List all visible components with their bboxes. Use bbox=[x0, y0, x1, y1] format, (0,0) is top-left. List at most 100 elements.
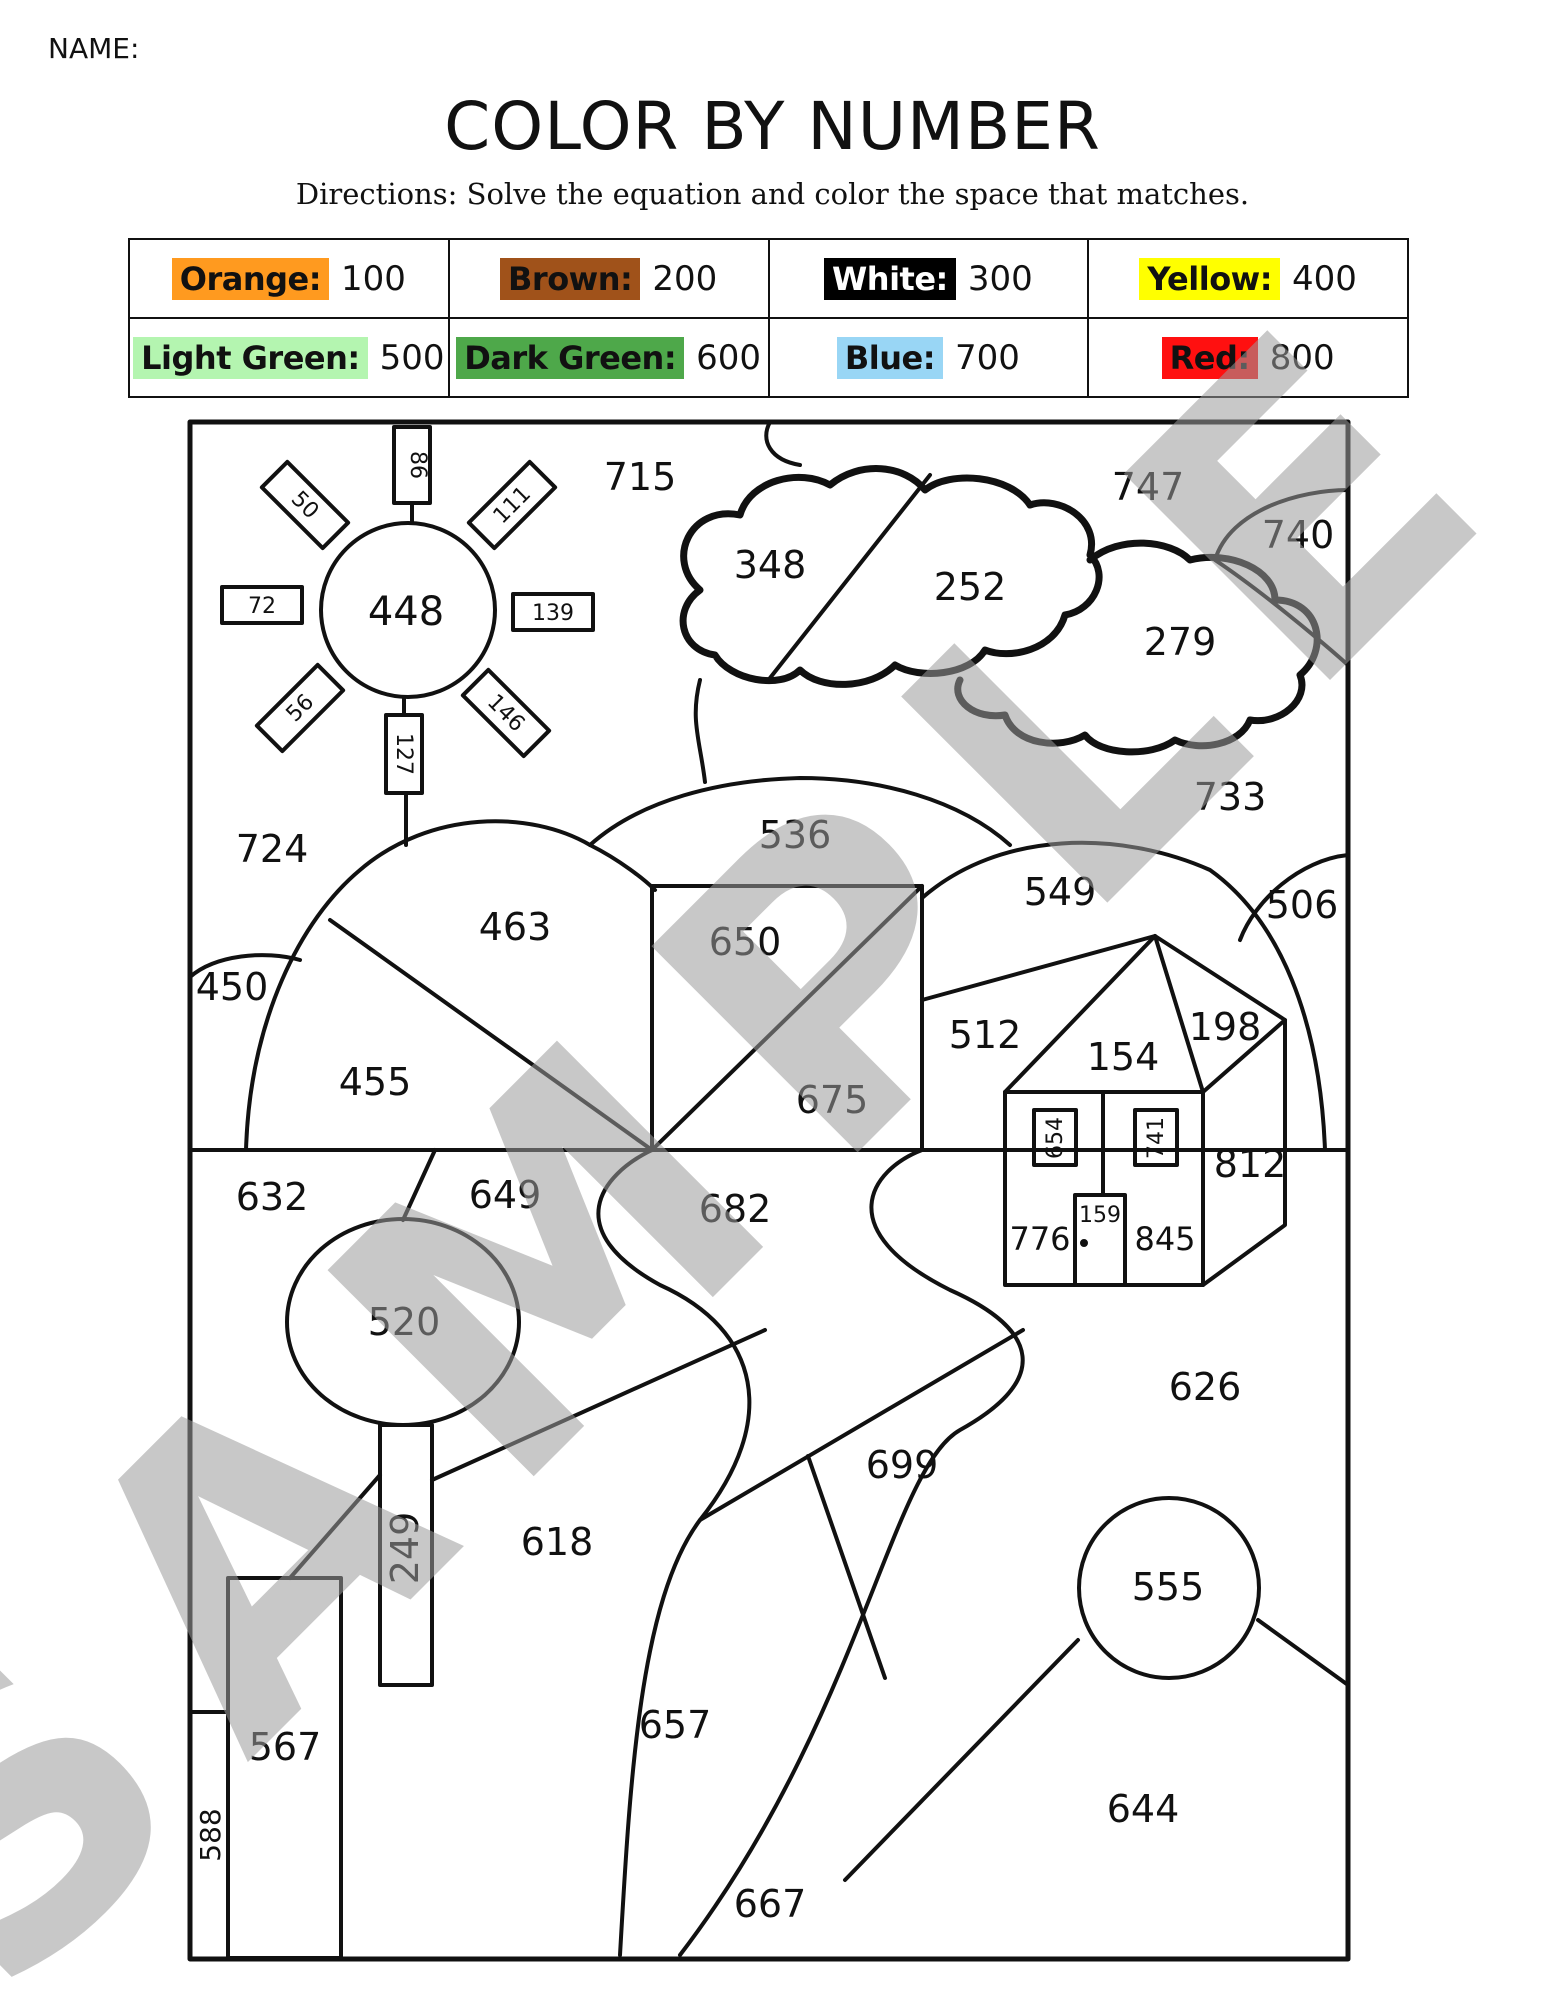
region-label: 812 bbox=[1214, 1142, 1287, 1186]
sample-watermark: SAMPLE bbox=[0, 209, 1545, 2000]
region-label: 448 bbox=[368, 589, 444, 635]
hill-curve bbox=[1238, 853, 1350, 942]
sun-ray-box bbox=[220, 585, 304, 625]
tree-trunk-outline bbox=[378, 1423, 434, 1687]
region-label: 455 bbox=[339, 1060, 412, 1104]
region-label: 724 bbox=[236, 827, 309, 871]
region-label: 252 bbox=[934, 565, 1007, 609]
region-label: 618 bbox=[521, 1520, 594, 1564]
region-label: 667 bbox=[734, 1882, 807, 1926]
key-value: 600 bbox=[696, 337, 762, 378]
key-swatch: Brown: bbox=[500, 257, 641, 300]
building-outline bbox=[226, 1576, 343, 1960]
region-label: 733 bbox=[1194, 775, 1267, 819]
region-label: 111 bbox=[489, 482, 536, 529]
region-label: 675 bbox=[796, 1078, 869, 1122]
region-label: 650 bbox=[709, 920, 782, 964]
ground-line bbox=[288, 1473, 382, 1580]
key-cell-light-green: Light Green: 500 bbox=[128, 317, 450, 398]
key-swatch: Yellow: bbox=[1139, 257, 1281, 300]
region-label: 348 bbox=[734, 543, 807, 587]
key-swatch: White: bbox=[824, 257, 956, 300]
right-hill-outline bbox=[920, 840, 1327, 1152]
house-line bbox=[1153, 934, 1205, 1094]
house-window-right bbox=[1133, 1108, 1179, 1167]
picture-outlines bbox=[187, 419, 1351, 1962]
region-label: 279 bbox=[1144, 620, 1217, 664]
right-cloud-outline bbox=[954, 539, 1321, 756]
key-value: 800 bbox=[1269, 337, 1335, 378]
region-label: 555 bbox=[1132, 1565, 1205, 1609]
key-cell-brown: Brown: 200 bbox=[447, 238, 770, 319]
region-label: 649 bbox=[469, 1173, 542, 1217]
key-value: 300 bbox=[967, 258, 1033, 299]
region-label: 506 bbox=[1266, 883, 1339, 927]
key-cell-dark-green: Dark Green: 600 bbox=[447, 317, 770, 398]
key-cell-red: Red: 800 bbox=[1087, 317, 1409, 398]
region-label: 536 bbox=[759, 813, 832, 857]
key-value: 100 bbox=[341, 258, 406, 299]
region-labels: 715 747 740 724 733 448 86 50 111 72 139… bbox=[194, 451, 1338, 1926]
path-divider bbox=[806, 1454, 887, 1680]
door-knob bbox=[1080, 1239, 1088, 1247]
key-cell-yellow: Yellow: 400 bbox=[1087, 238, 1409, 319]
name-label: NAME: bbox=[48, 32, 140, 65]
region-label: 715 bbox=[604, 455, 677, 499]
region-label: 644 bbox=[1107, 1787, 1180, 1831]
cloud-divider bbox=[768, 473, 932, 680]
house-line bbox=[1201, 1018, 1287, 1094]
key-swatch: Light Green: bbox=[133, 336, 368, 379]
region-label: 463 bbox=[479, 905, 552, 949]
region-label: 520 bbox=[368, 1300, 441, 1344]
region-label: 146 bbox=[482, 690, 529, 737]
ground-line bbox=[430, 1328, 767, 1482]
ground-line bbox=[401, 1148, 437, 1222]
region-label: 588 bbox=[194, 1808, 227, 1861]
sun-ray-box bbox=[511, 592, 595, 632]
house-window-left bbox=[1032, 1108, 1078, 1167]
region-label: 632 bbox=[236, 1175, 309, 1219]
key-value: 200 bbox=[652, 258, 718, 299]
key-swatch: Blue: bbox=[836, 336, 943, 379]
region-label: 747 bbox=[1112, 465, 1185, 509]
region-label: 845 bbox=[1134, 1220, 1195, 1258]
back-hill-outline bbox=[588, 776, 1012, 847]
bush-outline bbox=[1077, 1496, 1261, 1680]
key-value: 700 bbox=[954, 337, 1020, 378]
key-cell-blue: Blue: 700 bbox=[767, 317, 1090, 398]
field-divider bbox=[650, 884, 924, 1152]
sun-ray-box bbox=[259, 459, 351, 551]
region-label: 86 bbox=[405, 451, 430, 479]
ground-line bbox=[1256, 1618, 1350, 1687]
region-label: 654 bbox=[1043, 1117, 1068, 1159]
sun-ray-box bbox=[392, 425, 432, 505]
big-cloud-outline bbox=[679, 465, 1103, 688]
region-label: 657 bbox=[639, 1703, 712, 1747]
region-label: 127 bbox=[391, 733, 416, 775]
region-label: 626 bbox=[1169, 1365, 1242, 1409]
region-label: 549 bbox=[1024, 870, 1097, 914]
region-label: 741 bbox=[1144, 1117, 1169, 1159]
key-swatch: Orange: bbox=[171, 257, 330, 300]
page-title: COLOR BY NUMBER bbox=[444, 88, 1101, 165]
region-label: 567 bbox=[249, 1725, 322, 1769]
region-label: 198 bbox=[1189, 1005, 1262, 1049]
region-label: 249 bbox=[383, 1512, 427, 1585]
directions-text: Directions: Solve the equation and color… bbox=[295, 177, 1250, 211]
key-swatch: Dark Green: bbox=[456, 336, 685, 379]
region-label: 682 bbox=[699, 1187, 772, 1231]
sun-ray-box bbox=[466, 459, 558, 551]
sun-ray-box bbox=[254, 662, 346, 754]
region-label: 139 bbox=[532, 601, 574, 626]
key-value: 500 bbox=[379, 337, 445, 378]
path-left-edge bbox=[596, 1148, 752, 1957]
sky-curve bbox=[693, 678, 707, 784]
sky-curve bbox=[764, 420, 802, 467]
sun-ray-box bbox=[460, 667, 552, 759]
key-swatch: Red: bbox=[1161, 336, 1258, 379]
key-value: 400 bbox=[1292, 258, 1357, 299]
key-cell-orange: Orange: 100 bbox=[128, 238, 450, 319]
region-label: 450 bbox=[196, 965, 269, 1009]
region-label: 154 bbox=[1087, 1035, 1160, 1079]
